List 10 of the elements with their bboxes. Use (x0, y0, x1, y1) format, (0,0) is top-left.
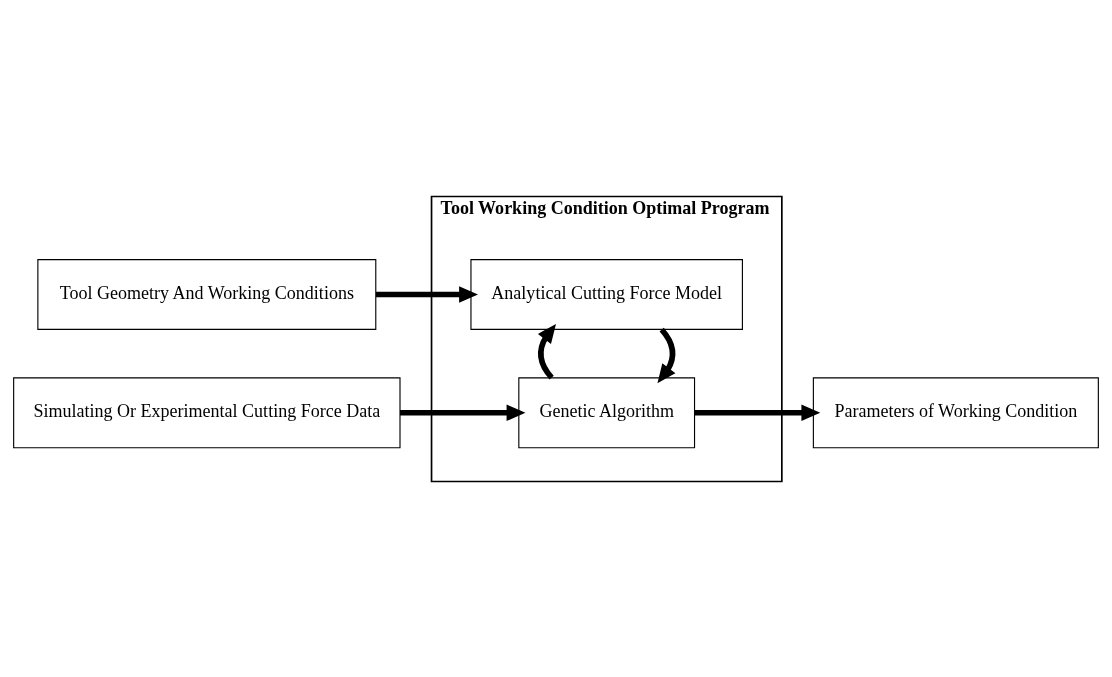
arrow (400, 404, 526, 421)
node-box: Parameters of Working Condition (812, 376, 1099, 448)
arrow (657, 327, 676, 383)
node-box: Genetic Algorithm (518, 376, 696, 448)
node-box: Simulating Or Experimental Cutting Force Data (13, 376, 401, 448)
arrow (694, 404, 821, 421)
node-box: Analytical Cutting Force Model (470, 258, 743, 330)
node-box: Tool Geometry And Working Conditions (37, 258, 377, 330)
arrow (376, 285, 478, 303)
arrow (537, 323, 556, 379)
